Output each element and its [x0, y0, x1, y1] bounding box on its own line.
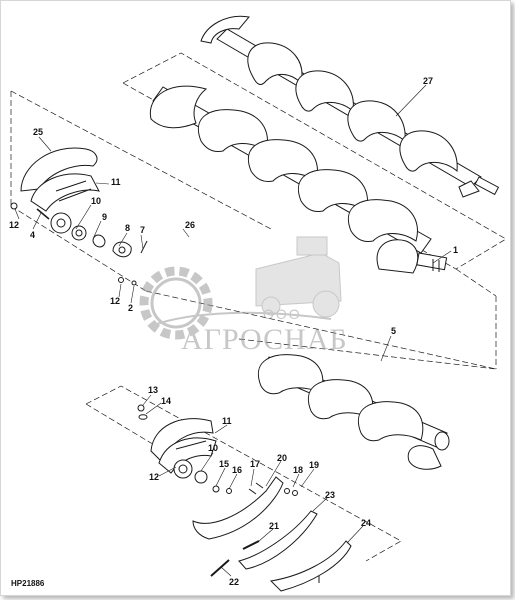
callout-16: 16: [232, 465, 242, 475]
callout-21: 21: [269, 521, 279, 531]
callout-14: 14: [161, 396, 171, 406]
callout-4: 4: [30, 230, 35, 240]
upper-bearing-assembly: [10, 147, 148, 286]
callout-19: 19: [309, 460, 319, 470]
callout-labels: 25 11 10 9 8 7 12 4 26 27 1 12 2 5 13 14…: [9, 76, 458, 587]
callout-26: 26: [185, 220, 195, 230]
figure-code: HP21886: [11, 579, 45, 588]
callout-8: 8: [125, 223, 130, 233]
callout-10-upper: 10: [91, 196, 101, 206]
middle-auger: [149, 85, 448, 274]
harvester-logo-icon: [255, 236, 342, 318]
lower-trough-assembly: [192, 476, 352, 592]
callout-25: 25: [33, 127, 43, 137]
callout-20: 20: [277, 453, 287, 463]
callout-11-lower: 11: [222, 416, 232, 426]
callout-12-left: 12: [9, 220, 19, 230]
upper-auger: [200, 15, 500, 198]
callout-12-mid: 12: [110, 296, 120, 306]
callout-17: 17: [250, 459, 260, 469]
callout-18: 18: [293, 465, 303, 475]
callout-7: 7: [140, 225, 145, 235]
callout-27: 27: [423, 76, 433, 86]
leader-lines: [14, 84, 452, 577]
callout-11-upper: 11: [111, 177, 121, 187]
watermark: ООО АГРОСНАБ: [139, 236, 348, 356]
callout-23: 23: [325, 490, 335, 500]
callout-22: 22: [229, 577, 239, 587]
callout-13: 13: [148, 385, 158, 395]
gear-logo-icon: [139, 266, 213, 340]
callout-1: 1: [453, 245, 458, 255]
exploded-parts-diagram: ООО АГРОСНАБ 25 11 10 9 8 7 12 4 26 27 1…: [9, 15, 507, 592]
callout-2: 2: [128, 303, 133, 313]
callout-5: 5: [391, 326, 396, 336]
watermark-company: АГРОСНАБ: [181, 323, 348, 356]
callout-12-lower: 12: [149, 472, 159, 482]
callout-9: 9: [102, 212, 107, 222]
callout-15: 15: [219, 459, 229, 469]
callout-24: 24: [361, 518, 371, 528]
lower-auger: [258, 354, 450, 470]
callout-10-lower: 10: [208, 443, 218, 453]
